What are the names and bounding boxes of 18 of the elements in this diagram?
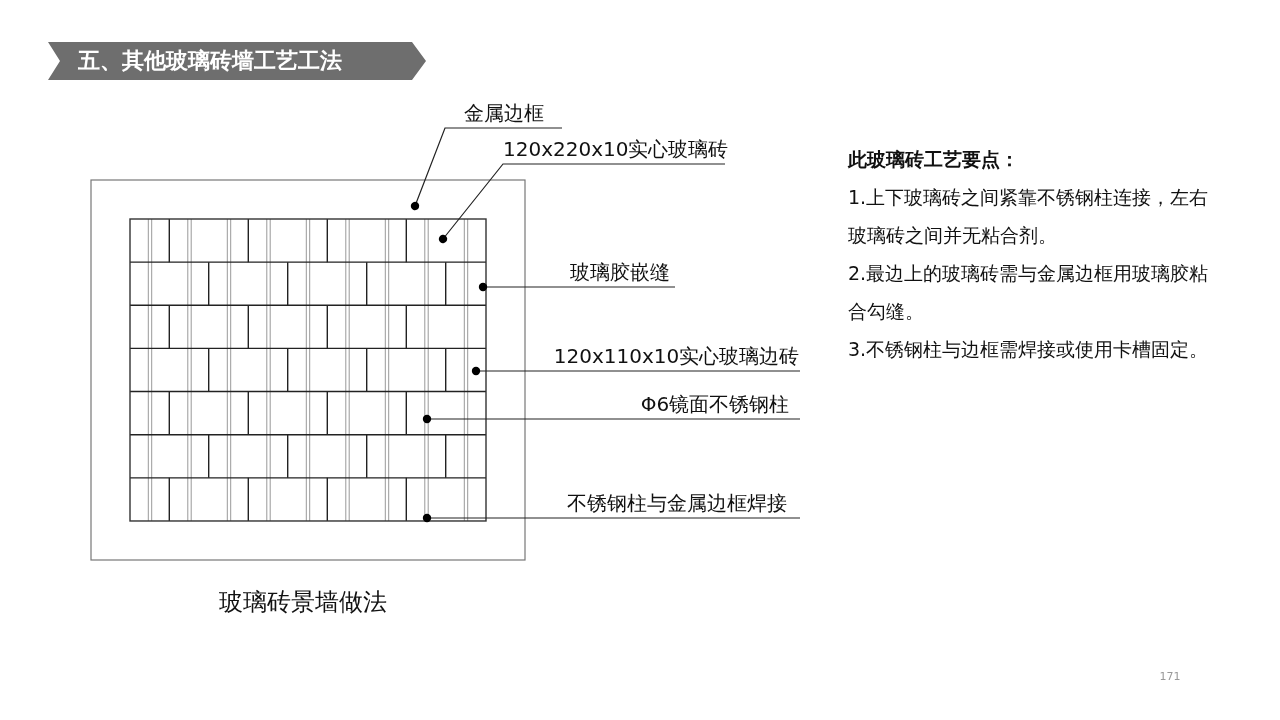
note-text: 2.最边上的玻璃砖需与金属边框用玻璃胶粘合勾缝。 [848,261,1210,324]
callout-label: Φ6镜面不锈钢柱 [630,389,800,419]
note-text: 3.不锈钢柱与边框需焊接或使用卡槽固定。 [848,337,1210,362]
leader-line [438,163,726,244]
leader-line [478,282,676,292]
callout-label: 金属边框 [445,98,562,128]
leader-line [422,513,801,523]
callout-label: 120x110x10实心玻璃边砖 [553,341,800,371]
callout-label: 不锈钢柱与金属边框焊接 [553,488,800,518]
leader-line [471,366,801,376]
page-number: 171 [1158,670,1182,683]
note-text: 1.上下玻璃砖之间紧靠不锈钢柱连接，左右玻璃砖之间并无粘合剂。 [848,185,1210,248]
caption: 玻璃砖景墙做法 [217,587,388,618]
leader-line [410,127,563,211]
callout-label: 玻璃胶嵌缝 [565,257,675,287]
notes-heading: 此玻璃砖工艺要点： [848,147,1020,172]
leader-line [422,414,801,424]
title-banner: 五、其他玻璃砖墙工艺工法 [48,42,426,80]
